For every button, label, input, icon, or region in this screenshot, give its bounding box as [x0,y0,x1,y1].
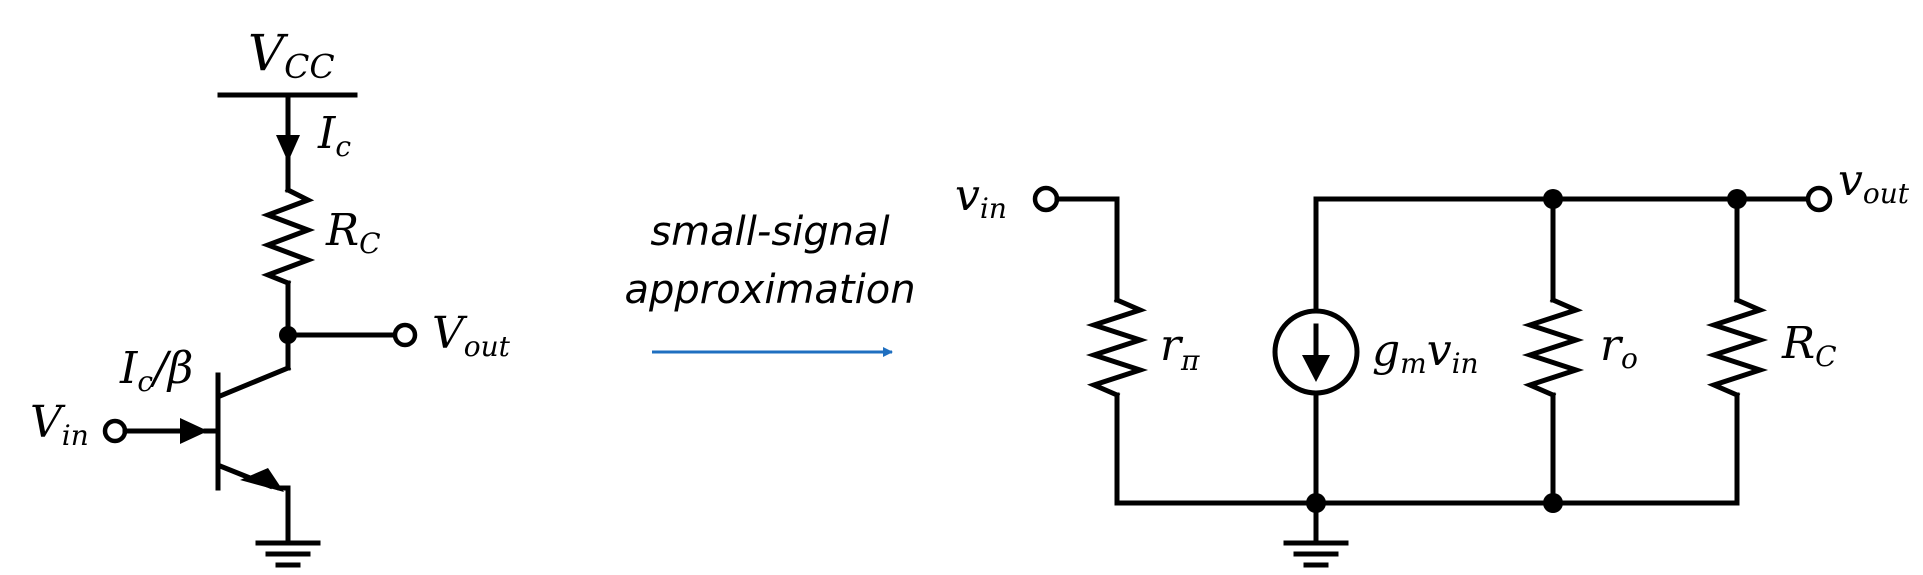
left-circuit: VCC Ic RC Vout Ic/β Vin [30,24,511,568]
gm-vin-label: gmvin [1372,325,1479,380]
input-terminal-icon [102,418,128,444]
small-signal-ground-icon [1283,540,1349,568]
rc-small-resistor-icon [1705,296,1769,399]
source-arrow-icon [1302,355,1330,382]
right-circuit: vin rπ vout gmvin ro RC [955,155,1910,568]
rpi-resistor-icon [1085,296,1149,399]
transformation-line1: small-signal [650,209,889,255]
base-current-label: Ic/β [119,343,193,398]
ic-label: Ic [317,108,351,163]
transformation-line2: approximation [624,267,915,313]
ro-resistor-icon [1521,296,1585,399]
output-terminal-icon [392,322,418,348]
ro-label: ro [1600,320,1638,375]
vin-wire [1054,196,1120,303]
base-current-arrow-icon [180,418,208,444]
rc-small-label: RC [1781,318,1837,373]
vin-label: Vin [30,397,89,452]
vin-small-label: vin [955,170,1007,225]
rpi-label: rπ [1160,320,1200,377]
current-arrow-icon [276,135,300,162]
vout-terminal-icon [1805,185,1833,213]
rc-resistor-icon [260,186,316,287]
vin-terminal-icon [1032,185,1060,213]
collector-lead [216,364,292,400]
emitter-arrow-icon [240,468,284,492]
vout-small-label: vout [1838,155,1910,210]
transformation: small-signal approximation [624,209,916,357]
ground-icon [255,540,321,568]
vcc-label: VCC [248,24,335,86]
vout-label: Vout [432,308,511,363]
rc-label: RC [325,205,381,260]
